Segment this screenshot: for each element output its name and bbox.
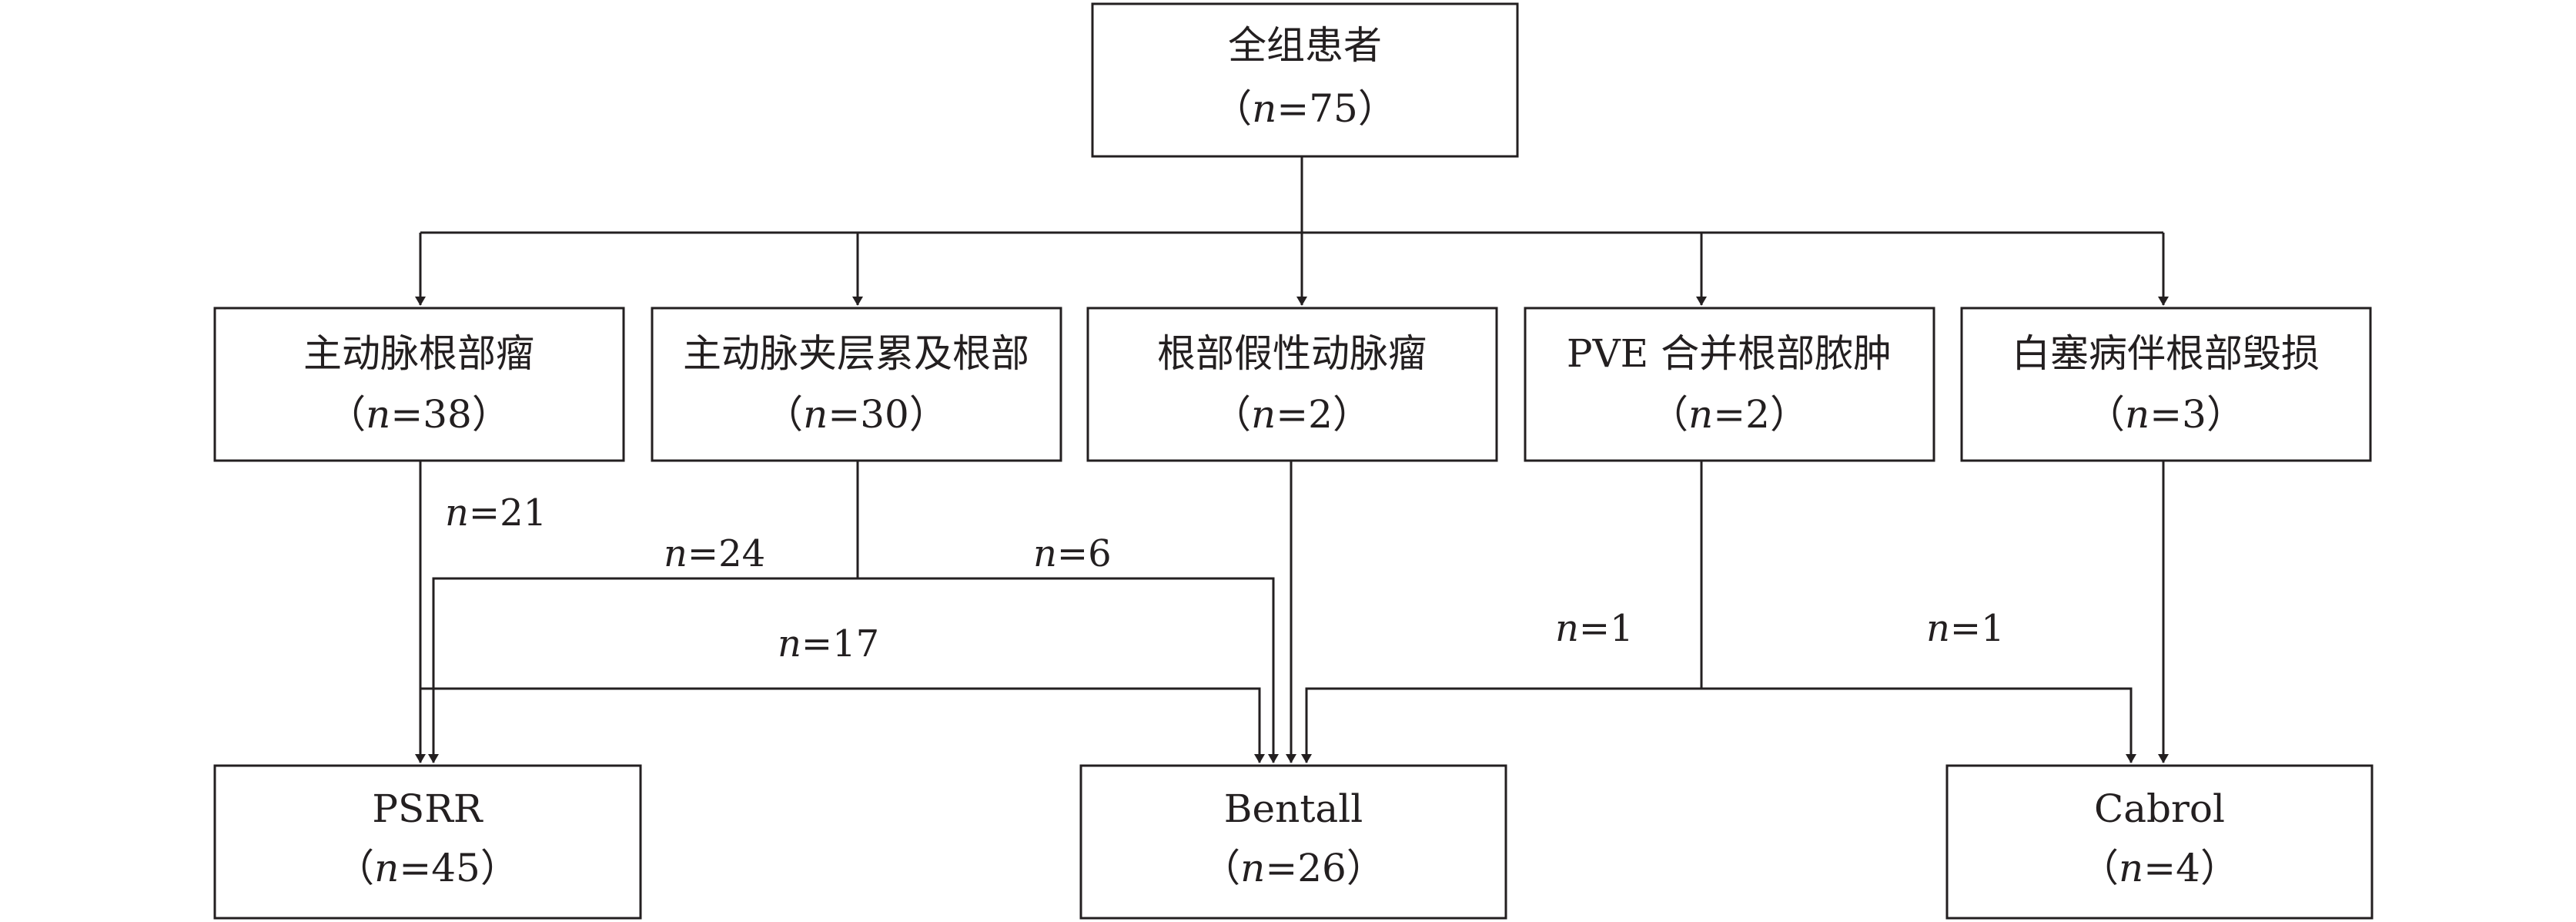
edge-label-dissection-to-psrr: n=24 [664, 532, 765, 575]
edge-label-aneurysm-to-psrr: n=21 [445, 491, 547, 535]
node-title: PVE 合并根部脓肿 [1567, 331, 1892, 376]
node-title: 全组患者 [1228, 23, 1382, 68]
node-behcet-root-destruction: 白塞病伴根部毁损 （n=3） [1960, 307, 2372, 462]
edge-label-dissection-to-bentall: n=6 [1033, 532, 1112, 575]
node-title: Cabrol [2094, 786, 2225, 831]
node-psrr: PSRR （n=45） [213, 764, 642, 920]
node-title: 根部假性动脉瘤 [1157, 331, 1427, 376]
node-count: （n=45） [336, 846, 519, 890]
node-count: （n=3） [2086, 392, 2245, 437]
node-count: （n=30） [764, 392, 948, 437]
node-all-patients: 全组患者 （n=75） [1091, 2, 1519, 158]
node-title: PSRR [372, 786, 483, 831]
node-count: （n=38） [327, 392, 510, 437]
node-count: （n=2） [1650, 392, 1808, 437]
node-cabrol: Cabrol （n=4） [1945, 764, 2374, 920]
node-count: （n=75） [1213, 86, 1397, 131]
node-aortic-root-aneurysm: 主动脉根部瘤 （n=38） [213, 307, 625, 462]
node-count: （n=2） [1213, 392, 1371, 437]
connectors [415, 156, 2169, 763]
arrow-pve-to-bentall [1301, 687, 1701, 763]
node-title: 主动脉夹层累及根部 [683, 331, 1029, 376]
node-bentall: Bentall （n=26） [1079, 764, 1507, 920]
node-root-pseudoaneurysm: 根部假性动脉瘤 （n=2） [1086, 307, 1498, 462]
node-title: Bentall [1224, 786, 1363, 831]
edge-label-pve-to-bentall: n=1 [1555, 607, 1634, 650]
node-aortic-dissection-root: 主动脉夹层累及根部 （n=30） [651, 307, 1062, 462]
node-count: （n=4） [2080, 846, 2239, 890]
edge-label-pve-to-cabrol: n=1 [1926, 607, 2005, 650]
node-count: （n=26） [1202, 846, 1385, 890]
arrow-pve-to-cabrol [1701, 687, 2136, 763]
edge-label-aneurysm-to-bentall: n=17 [778, 622, 879, 666]
arrow-dissection-to-psrr [428, 577, 858, 763]
arrow-dissection-to-bentall [858, 577, 1279, 763]
arrow-aneurysm-to-bentall [420, 687, 1265, 763]
edge-labels: n=21 n=24 n=6 n=17 n=1 n=1 [445, 491, 2005, 666]
node-title: 白塞病伴根部毁损 [2012, 331, 2320, 376]
node-pve-root-abscess: PVE 合并根部脓肿 （n=2） [1524, 307, 1935, 462]
node-title: 主动脉根部瘤 [303, 331, 534, 376]
